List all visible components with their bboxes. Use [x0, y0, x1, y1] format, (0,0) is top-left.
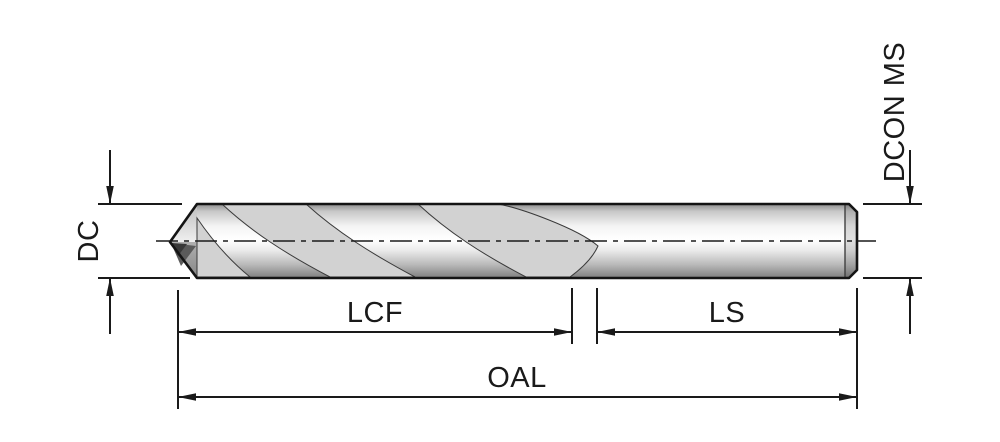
dc-dimension: DC [73, 150, 190, 334]
ls-dimension: LS [596, 288, 858, 409]
drill-tip-chisel-edge [171, 243, 187, 256]
oal-dimension: OAL [178, 362, 857, 401]
lcf-label: LCF [347, 297, 403, 329]
dcon-dimension: DCON MS [863, 42, 922, 334]
dc-label: DC [73, 220, 105, 263]
lcf-dimension: LCF [177, 288, 573, 409]
drill-outline [168, 202, 859, 280]
oal-label: OAL [487, 362, 547, 394]
dcon-label: DCON MS [879, 42, 911, 182]
ls-label: LS [709, 297, 745, 329]
